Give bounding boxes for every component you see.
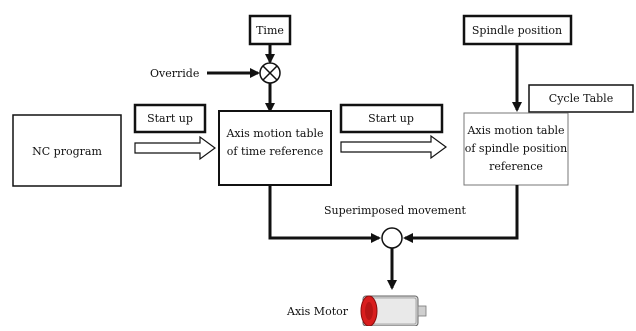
- axis-table-spindle-block: Axis motion table of spindle position re…: [463, 112, 569, 186]
- axis-table-spindle-line1: Axis motion table: [466, 124, 564, 137]
- cycle-table-block: Cycle Table: [528, 84, 634, 113]
- start-up-left-block: Start up: [133, 103, 207, 134]
- axis-table-time-line2: of time reference: [227, 145, 323, 158]
- nc-program-label: NC program: [32, 145, 102, 158]
- start-up-right-label: Start up: [368, 112, 414, 125]
- axis-table-time-line1: Axis motion table: [225, 127, 323, 140]
- axis-table-time-block: Axis motion table of time reference: [218, 110, 332, 186]
- axis-table-spindle-line3: reference: [489, 160, 543, 173]
- motor-icon: [360, 295, 427, 327]
- start-up-left-hollow-arrow: [134, 135, 217, 161]
- axis-table-spindle-line2: of spindle position: [465, 142, 568, 155]
- time-table-to-summing-arrow: [268, 185, 381, 243]
- start-up-right-block: Start up: [339, 103, 444, 134]
- override-label: Override: [150, 67, 199, 80]
- start-up-right-hollow-arrow: [340, 134, 448, 160]
- superimposed-movement-label: Superimposed movement: [324, 204, 467, 217]
- summing-junction-icon: [381, 227, 403, 249]
- time-label: Time: [256, 24, 284, 37]
- spindle-position-block: Spindle position: [462, 14, 573, 46]
- time-block: Time: [248, 14, 292, 46]
- start-up-left-label: Start up: [147, 112, 193, 125]
- spindle-table-to-summing-arrow: [403, 185, 519, 243]
- axis-motor-label: Axis Motor: [286, 305, 349, 318]
- multiplier-junction-icon: [259, 62, 281, 84]
- cycle-table-label: Cycle Table: [549, 92, 613, 105]
- nc-program-block: NC program: [12, 114, 122, 187]
- spindle-position-label: Spindle position: [472, 24, 562, 37]
